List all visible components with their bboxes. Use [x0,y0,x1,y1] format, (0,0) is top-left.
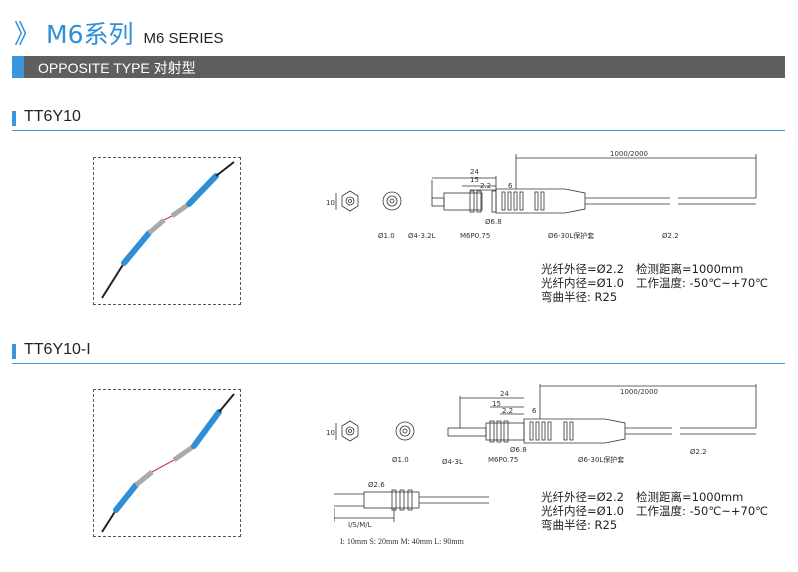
dim-sleeve: Ø6-30L保护套 [578,455,624,464]
sleeve-svg: Ø2.6 I/S/M/L [333,481,489,529]
section-header-tt6y10-i: TT6Y10-I [12,341,785,364]
dim-dia-2-2: Ø2.2 [662,232,679,240]
model-name: TT6Y10 [24,108,81,125]
dim-24: 24 [500,390,509,398]
dim-dia-1: Ø1.0 [378,232,395,240]
fiber-photo-illustration [101,161,235,299]
spec-inner-diameter: 光纤内径=Ø1.0 [541,504,624,518]
dim-height: 10 [326,199,335,207]
spec-outer-diameter: 光纤外径=Ø2.2 [541,490,624,504]
dim-thread: M6P0.75 [488,456,518,464]
spec-bend-radius: 弯曲半径: R25 [541,518,618,532]
section-accent [12,111,16,126]
series-subtitle: M6 SERIES [143,30,224,47]
dim-thread: M6P0.75 [460,232,490,240]
section-header-tt6y10: TT6Y10 [12,108,785,131]
dim-15: 15 [492,400,501,408]
dim-2-2: 2.2 [480,182,491,190]
dim-dia-2-2: Ø2.2 [690,448,707,456]
sleeve-length-note: I: 10mm S: 20mm M: 40mm L: 90mm [340,537,464,546]
chevron-icon: 》 [14,20,41,50]
dim-15: 15 [470,176,479,184]
spec-detect-distance: 检测距离=1000mm [636,262,744,276]
category-label: OPPOSITE TYPE 对射型 [38,60,196,76]
sleeve-drawing: Ø2.6 I/S/M/L [333,478,494,534]
category-bar: OPPOSITE TYPE 对射型 [12,56,785,78]
specs-left: 光纤外径=Ø2.2 光纤内径=Ø1.0 弯曲半径: R25 [541,490,624,532]
dim-dia-1: Ø1.0 [392,456,409,464]
dim-dia-6-8: Ø6.8 [510,446,527,454]
dim-2-2: 2.2 [502,407,513,415]
dim-sleeve: Ø6-30L保护套 [548,231,594,240]
section-accent [12,344,16,359]
drawing-svg: 24 15 2.2 6 1000/2000 10 Ø1.0 Ø4-3.2L M6… [326,150,757,240]
model-name: TT6Y10-I [24,341,91,358]
dim-dia-4: Ø4-3.2L [408,232,436,240]
product-photo [93,389,241,537]
dim-6: 6 [508,182,513,190]
drawing-svg: 24 15 2.2 6 1000/2000 10 Ø1.0 Ø4-3L M6P0… [326,384,757,466]
fiber-photo-illustration [101,393,235,533]
dim-sleeve-length: I/S/M/L [348,521,372,529]
specs-right: 检测距离=1000mm 工作温度: -50℃~+70℃ [636,262,768,290]
technical-drawing: 24 15 2.2 6 1000/2000 10 Ø1.0 Ø4-3.2L M6… [320,148,760,252]
dim-dia-4: Ø4-3L [442,458,463,466]
dim-6: 6 [532,407,537,415]
technical-drawing: 24 15 2.2 6 1000/2000 10 Ø1.0 Ø4-3L M6P0… [320,382,760,486]
category-accent [12,56,24,78]
page-title: 》 M6系列 M6 SERIES [14,14,224,50]
dim-cable-length: 1000/2000 [610,150,648,158]
series-title: M6系列 [46,20,134,49]
product-photo [93,157,241,305]
spec-detect-distance: 检测距离=1000mm [636,490,744,504]
spec-bend-radius: 弯曲半径: R25 [541,290,618,304]
dim-24: 24 [470,168,479,176]
specs-left: 光纤外径=Ø2.2 光纤内径=Ø1.0 弯曲半径: R25 [541,262,624,304]
dim-height: 10 [326,429,335,437]
spec-outer-diameter: 光纤外径=Ø2.2 [541,262,624,276]
spec-working-temp: 工作温度: -50℃~+70℃ [636,276,769,290]
dim-cable-length: 1000/2000 [620,388,658,396]
dim-dia-2-6: Ø2.6 [368,481,385,489]
spec-inner-diameter: 光纤内径=Ø1.0 [541,276,624,290]
dim-dia-6-8: Ø6.8 [485,218,502,226]
specs-right: 检测距离=1000mm 工作温度: -50℃~+70℃ [636,490,768,518]
spec-working-temp: 工作温度: -50℃~+70℃ [636,504,769,518]
